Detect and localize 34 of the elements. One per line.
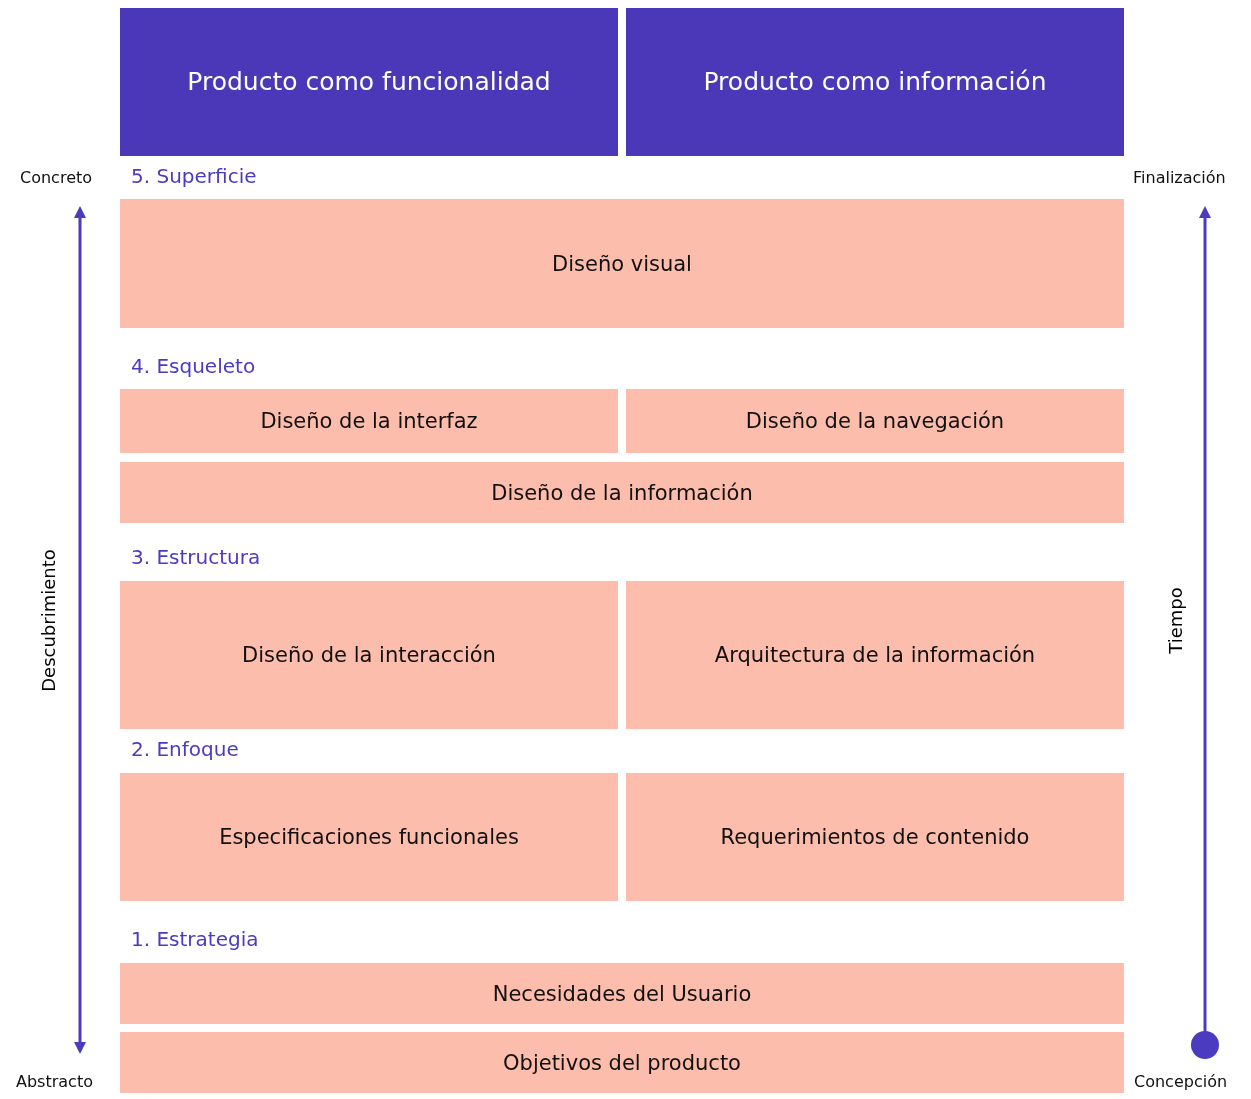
layer-box <box>120 389 618 453</box>
layer-title: Diseño de la información <box>491 480 753 505</box>
layer-title: Diseño de la interfaz <box>260 409 478 433</box>
column-header <box>120 8 618 156</box>
section-heading: 5. Superficie <box>131 164 257 188</box>
axis-end-label: Concreto <box>20 168 93 187</box>
layer-title: Diseño de la navegación <box>745 409 1005 433</box>
layer-box <box>120 963 1124 1024</box>
layer-box <box>120 773 618 901</box>
layer-title: Requerimientos de contenido <box>720 825 1030 849</box>
section-heading: 1. Estrategia <box>131 927 259 951</box>
layer-title: Arquitectura de la información <box>714 643 1036 667</box>
layer-box <box>120 1032 1124 1093</box>
section-heading: 2. Enfoque <box>131 737 239 761</box>
axis-end-label: Abstracto <box>16 1072 93 1091</box>
layer-title: Objetivos del producto <box>503 1050 741 1075</box>
layer-box <box>626 773 1124 901</box>
layer-title: Producto como información <box>703 66 1047 99</box>
layer-box <box>120 462 1124 523</box>
layer-title: Producto como funcionalidad <box>187 66 551 99</box>
axis-end-label: Finalización <box>1133 168 1226 187</box>
layer-box <box>120 199 1124 328</box>
layer-box <box>120 581 618 729</box>
layer-title: Necesidades del Usuario <box>492 981 752 1006</box>
layer-title: Diseño de la interacción <box>242 643 496 667</box>
axis-title: Descubrimiento <box>37 548 59 692</box>
section-heading: 3. Estructura <box>131 545 261 569</box>
section-heading: 4. Esqueleto <box>131 354 256 378</box>
layer-box <box>626 581 1124 729</box>
layer-title: Diseño visual <box>552 251 692 276</box>
column-header <box>626 8 1124 156</box>
layer-title: Especificaciones funcionales <box>219 825 519 849</box>
layer-box <box>626 389 1124 453</box>
axis-title: Tiempo <box>1164 586 1186 654</box>
